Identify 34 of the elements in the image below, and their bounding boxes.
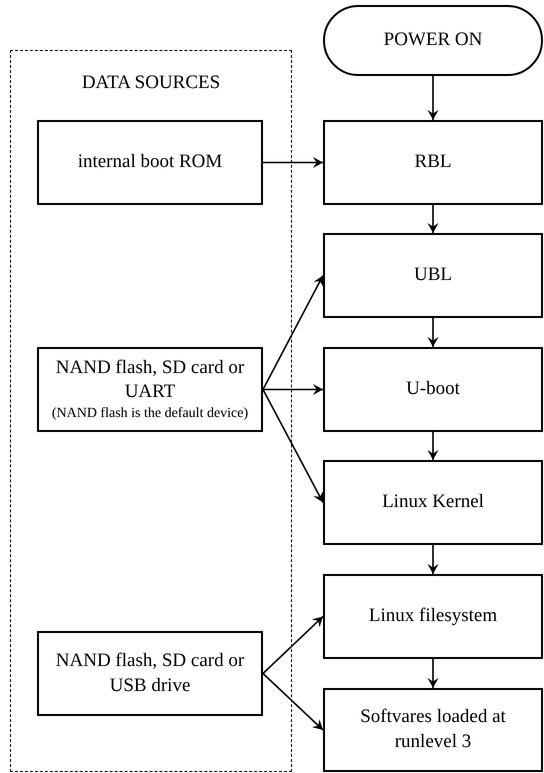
arrow xyxy=(263,157,323,168)
process-box xyxy=(37,631,263,716)
arrow xyxy=(262,389,324,503)
note-text: (NAND flash is the default device) xyxy=(52,405,248,424)
node-label: UBL xyxy=(414,263,452,288)
node-label: Linux Kernel xyxy=(382,490,484,514)
arrow xyxy=(428,545,438,574)
arrow xyxy=(428,318,438,347)
process-box xyxy=(323,688,543,772)
arrow xyxy=(262,616,324,674)
arrow xyxy=(428,205,438,233)
arrow xyxy=(262,672,324,731)
node-label: internal boot ROM xyxy=(78,150,222,174)
node-label: POWER ON xyxy=(384,28,482,52)
node-label: Linux filesystem xyxy=(368,604,498,628)
process-box xyxy=(323,574,543,659)
node-label: NAND flash, SD card or UART xyxy=(54,356,246,404)
arrow xyxy=(428,432,438,460)
arrow xyxy=(263,384,323,395)
arrow xyxy=(428,659,438,688)
arrow xyxy=(262,275,324,390)
node-label: U-boot xyxy=(406,377,460,402)
process-box xyxy=(37,347,263,432)
process-box xyxy=(323,347,543,432)
process-box xyxy=(323,120,543,205)
node-label: RBL xyxy=(414,150,452,174)
dashed-group-box xyxy=(10,50,292,772)
process-box xyxy=(37,120,263,205)
group-heading: DATA SOURCES xyxy=(82,71,220,95)
process-box xyxy=(323,460,543,545)
node-label: Softvares loaded at runlevel 3 xyxy=(359,705,507,754)
process-box xyxy=(323,233,543,318)
node-label: NAND flash, SD card or USB drive xyxy=(54,648,246,698)
arrow xyxy=(428,76,438,120)
